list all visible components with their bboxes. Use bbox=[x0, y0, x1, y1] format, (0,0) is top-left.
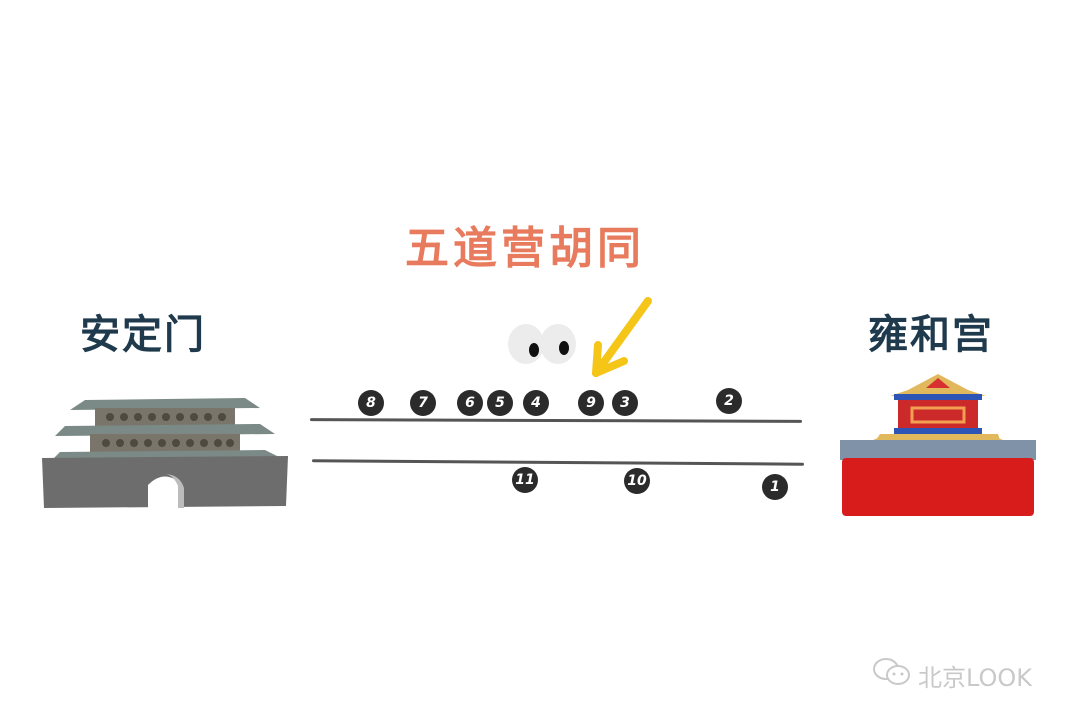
marker-north-5: 5 bbox=[487, 390, 513, 416]
cartoon-eyes-icon bbox=[504, 322, 584, 366]
road-north-edge bbox=[309, 418, 803, 423]
marker-north-8: 8 bbox=[358, 390, 384, 416]
road-south-edge bbox=[311, 459, 805, 466]
marker-north-2: 2 bbox=[716, 388, 742, 414]
watermark: 北京LOOK bbox=[872, 657, 1032, 693]
marker-north-4: 4 bbox=[523, 390, 549, 416]
place-label-andingmen: 安定门 bbox=[80, 312, 206, 358]
marker-south-11: 11 bbox=[512, 467, 538, 493]
marker-north-9: 9 bbox=[578, 390, 604, 416]
marker-south-1: 1 bbox=[762, 474, 788, 500]
marker-north-3: 3 bbox=[612, 390, 638, 416]
andingmen-gate-illustration bbox=[40, 380, 290, 510]
watermark-text: 北京LOOK bbox=[918, 663, 1033, 692]
place-label-yonghegong: 雍和宫 bbox=[868, 312, 994, 358]
yonghegong-illustration bbox=[838, 370, 1038, 520]
diagram-title: 五道营胡同 bbox=[405, 223, 645, 274]
arrow-pointer-icon bbox=[580, 295, 655, 385]
wechat-icon bbox=[872, 657, 912, 693]
marker-south-10: 10 bbox=[624, 468, 650, 494]
marker-north-7: 7 bbox=[410, 390, 436, 416]
marker-north-6: 6 bbox=[457, 390, 483, 416]
